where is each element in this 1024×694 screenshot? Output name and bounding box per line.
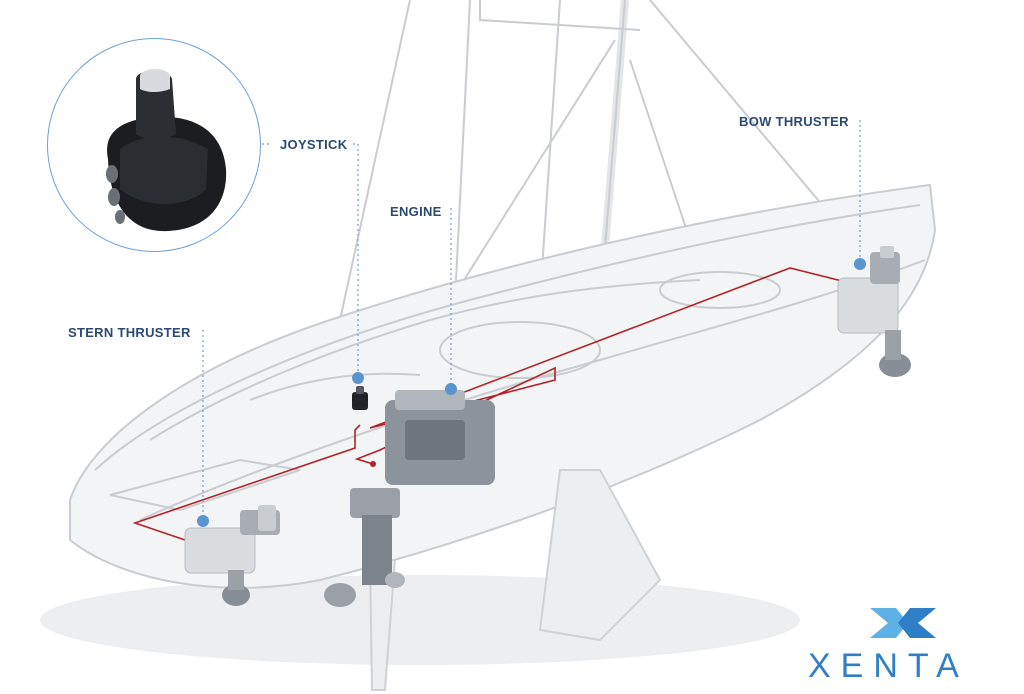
bow-thruster-unit bbox=[837, 246, 911, 377]
joystick-marker-dot bbox=[352, 372, 364, 384]
bow-thruster-label: BOW THRUSTER bbox=[739, 114, 849, 129]
deck-joystick bbox=[352, 386, 368, 410]
xenta-logo: XENTA bbox=[808, 606, 1008, 686]
engine-block bbox=[324, 390, 495, 607]
bow-thruster-marker-dot bbox=[854, 258, 866, 270]
hull bbox=[69, 183, 937, 589]
joystick-closeup-icon bbox=[106, 69, 227, 232]
control-wiring bbox=[132, 267, 851, 542]
engine-marker-dot bbox=[445, 383, 457, 395]
keel bbox=[368, 469, 662, 691]
leader-lines bbox=[202, 120, 861, 520]
wire-endpoint-engine bbox=[370, 461, 376, 467]
stern-thruster-unit bbox=[184, 505, 280, 606]
xenta-wordmark: XENTA bbox=[808, 647, 969, 685]
joystick-inset bbox=[47, 38, 261, 252]
xenta-x-logo-icon bbox=[870, 608, 936, 638]
ground-shadow bbox=[40, 575, 800, 665]
stern-thruster-label: STERN THRUSTER bbox=[68, 325, 191, 340]
joystick-label: JOYSTICK bbox=[280, 137, 348, 152]
stern-thruster-marker-dot bbox=[197, 515, 209, 527]
engine-label: ENGINE bbox=[390, 204, 442, 219]
